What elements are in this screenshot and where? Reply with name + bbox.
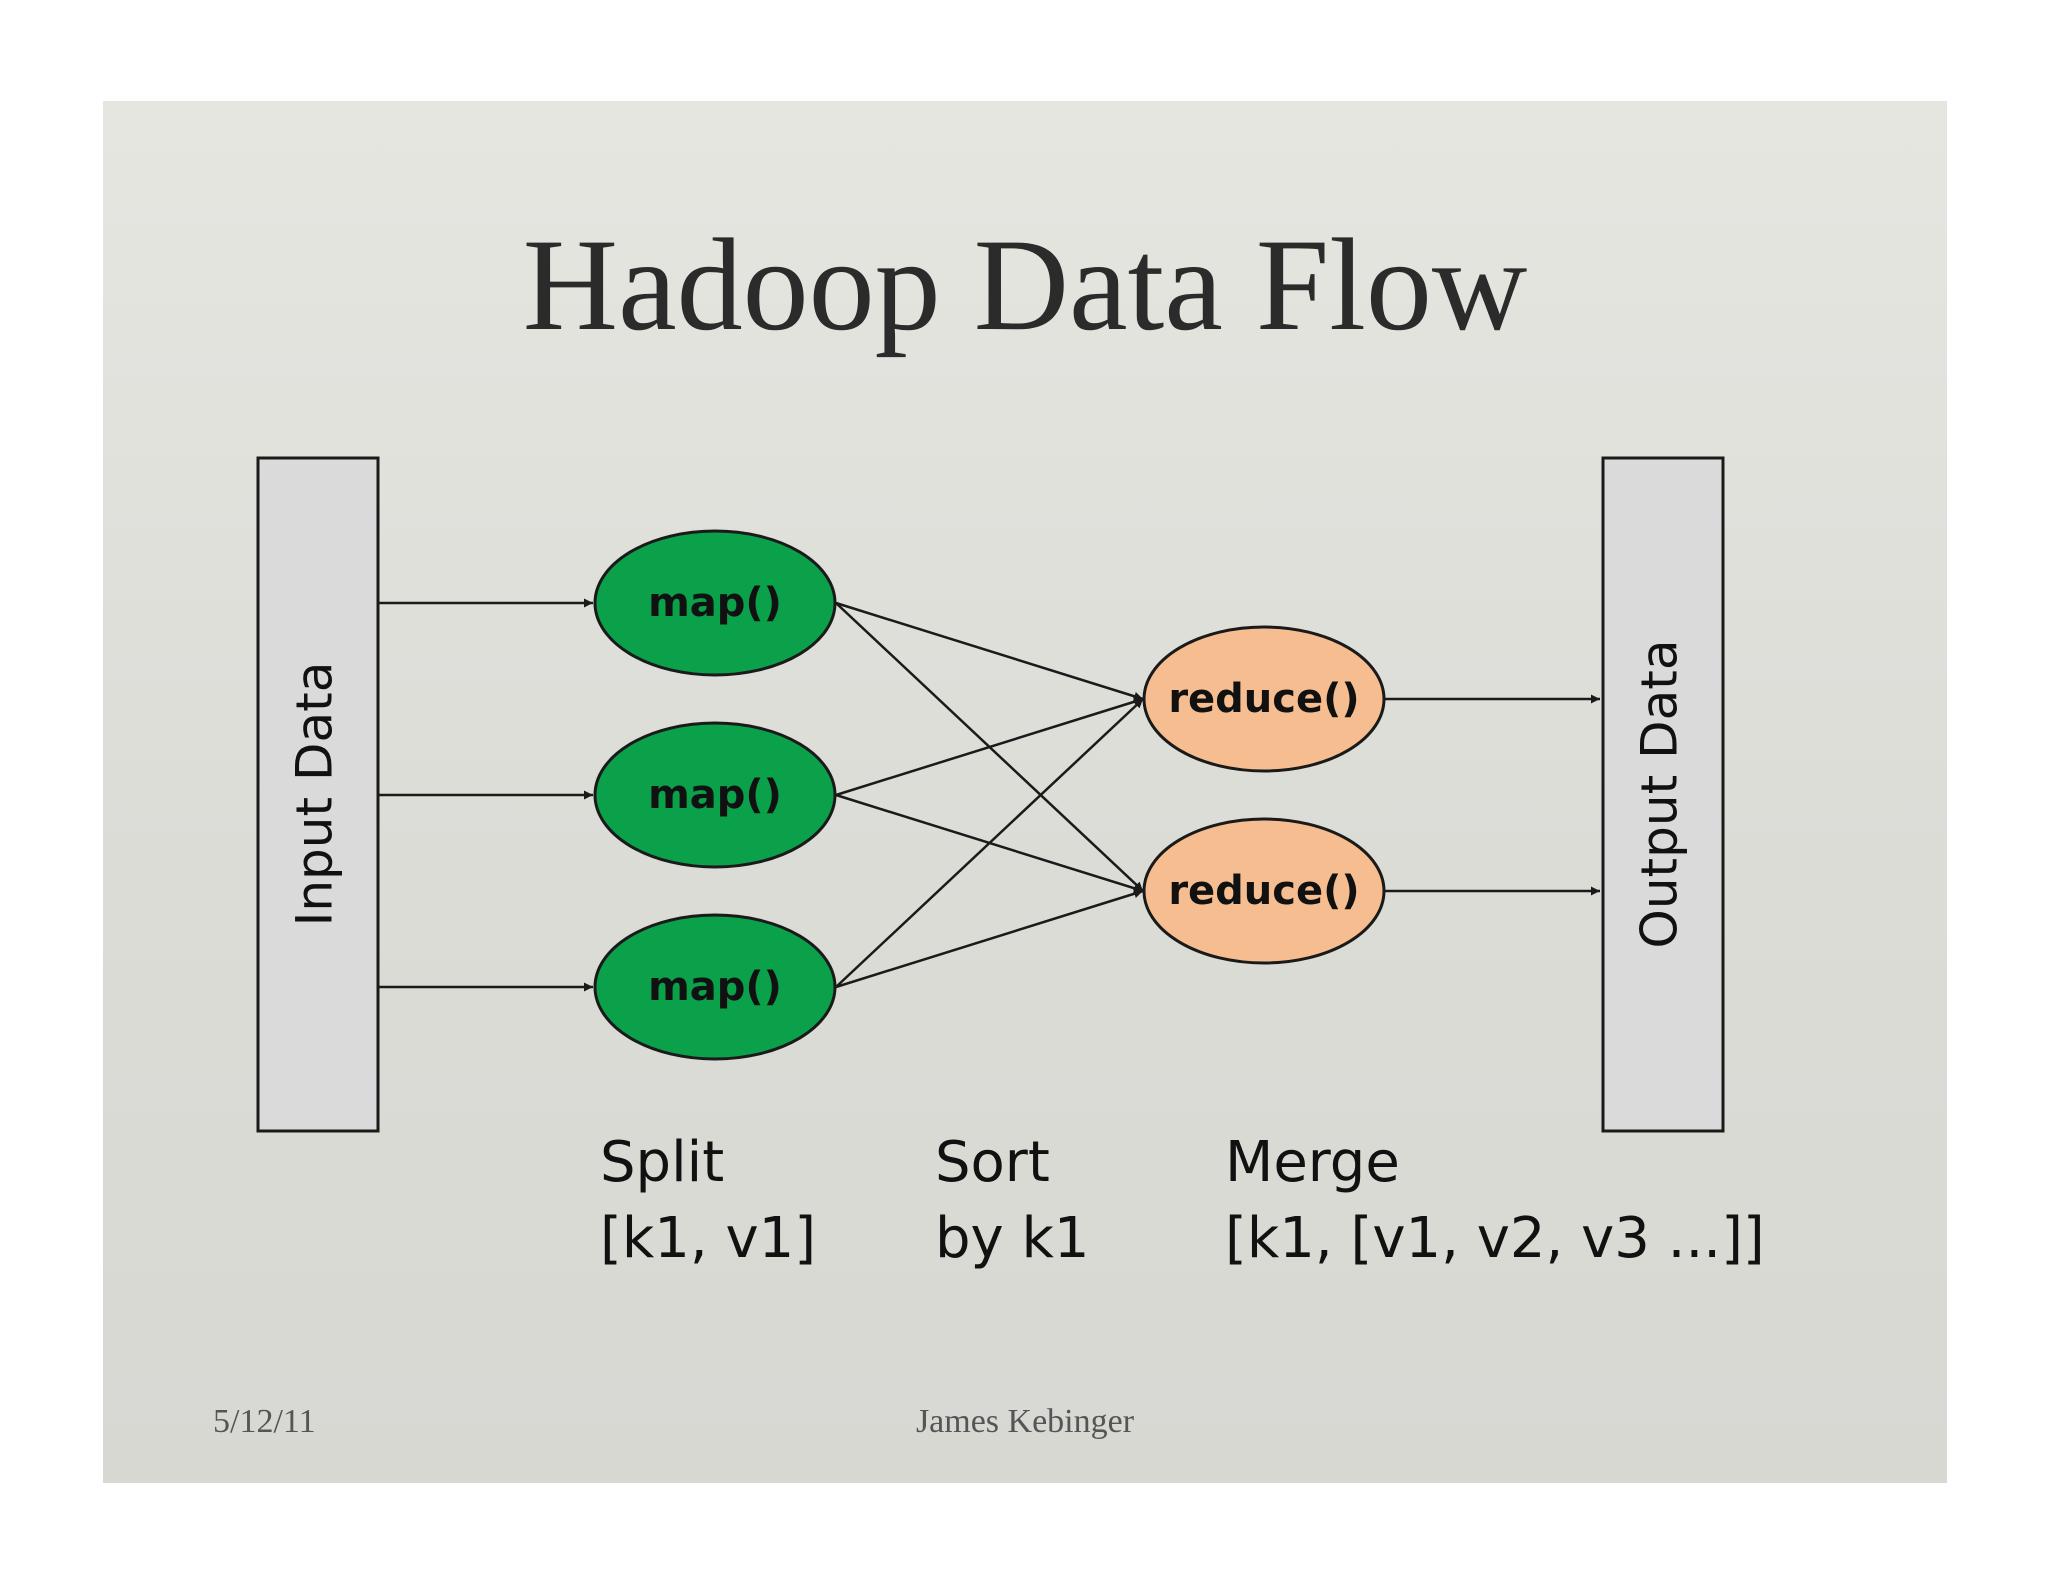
map-node-label: map() [648,772,782,818]
reduce-node-label: reduce() [1168,868,1359,914]
reduce-node-1: reduce() [1142,625,1386,773]
input-data-label: Input Data [286,662,344,927]
map-node-1: map() [593,529,837,677]
map-node-3: map() [593,913,837,1061]
phase-detail: [k1, [v1, v2, v3 ...]] [1225,1206,1765,1271]
phase-detail: by k1 [935,1206,1090,1271]
reduce-node-label: reduce() [1168,676,1359,722]
output-data-label: Output Data [1631,640,1689,949]
slide: Hadoop Data Flow Input Data Output Data [103,101,1947,1483]
arrow-map1-reduce1 [835,601,1144,701]
map-node-label: map() [648,964,782,1010]
shuffle-arrows [835,601,1144,989]
arrow-map3-reduce1 [835,698,1144,988]
arrow-map3-reduce2 [835,889,1144,989]
phase-merge: Merge [k1, [v1, v2, v3 ...]] [1225,1125,1765,1277]
phase-name: Split [600,1130,725,1195]
output-data-bar: Output Data [1601,456,1725,1133]
input-data-bar: Input Data [256,456,380,1133]
phase-detail: [k1, v1] [600,1206,817,1271]
arrow-map2-reduce1 [835,697,1144,797]
phase-name: Merge [1225,1130,1400,1195]
data-flow-diagram: Input Data Output Data [256,456,1725,1133]
phase-split: Split [k1, v1] [600,1125,816,1277]
phase-name: Sort [935,1130,1050,1195]
reduce-node-2: reduce() [1142,817,1386,965]
footer-date: 5/12/11 [213,1403,316,1440]
phase-sort: Sort by k1 [935,1125,1090,1277]
input-arrows [378,598,593,992]
output-arrows [1383,694,1600,896]
slide-title: Hadoop Data Flow [522,211,1528,358]
footer-author: James Kebinger [915,1403,1135,1440]
map-node-label: map() [648,580,782,626]
map-node-2: map() [593,721,837,869]
